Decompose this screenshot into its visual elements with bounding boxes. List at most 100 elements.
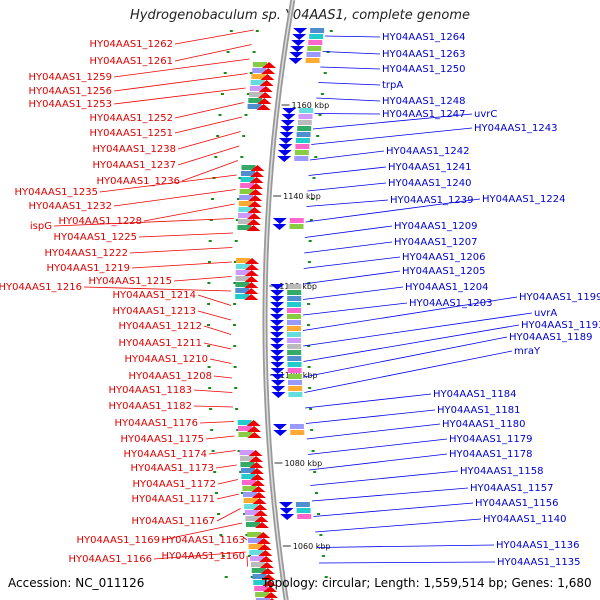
gene-label-right[interactable]: HY04AAS1_1199 <box>519 292 600 303</box>
gene-label-left[interactable]: HY04AAS1_1215 <box>89 276 172 287</box>
gene-label-right[interactable]: HY04AAS1_1157 <box>470 483 553 494</box>
gene-label-right[interactable]: HY04AAS1_1184 <box>433 389 516 400</box>
gene-label-right[interactable]: HY04AAS1_1205 <box>402 266 485 277</box>
gene-label-left[interactable]: HY04AAS1_1213 <box>113 306 196 317</box>
gene-label-right[interactable]: HY04AAS1_1250 <box>382 64 465 75</box>
gene-label-left[interactable]: HY04AAS1_1163 <box>162 535 245 546</box>
gene-label-left[interactable]: HY04AAS1_1212 <box>119 321 202 332</box>
gene-block <box>241 474 256 479</box>
gene-arrow-forward <box>270 314 285 320</box>
gene-label-left[interactable]: HY04AAS1_1222 <box>45 248 128 259</box>
gene-label-right[interactable]: HY04AAS1_1136 <box>496 540 579 551</box>
gene-label-right[interactable]: HY04AAS1_1263 <box>382 49 465 60</box>
guide-dot <box>245 534 249 536</box>
gene-block <box>287 356 302 361</box>
gene-label-right[interactable]: HY04AAS1_1203 <box>409 298 492 309</box>
gene-label-left[interactable]: HY04AAS1_1253 <box>29 99 112 110</box>
guide-dot <box>238 177 242 179</box>
gene-label-right[interactable]: uvrA <box>534 308 557 319</box>
gene-label-right[interactable]: HY04AAS1_1189 <box>509 332 592 343</box>
gene-label-left[interactable]: HY04AAS1_1183 <box>109 385 192 396</box>
gene-label-right[interactable]: HY04AAS1_1264 <box>382 32 465 43</box>
gene-label-left[interactable]: HY04AAS1_1211 <box>119 338 202 349</box>
gene-block <box>295 502 310 507</box>
gene-arrow-reverse <box>259 562 274 568</box>
gene-label-right[interactable]: mraY <box>514 346 541 357</box>
gene-label-right[interactable]: HY04AAS1_1193 <box>521 320 600 331</box>
gene-label-left[interactable]: HY04AAS1_1262 <box>90 39 173 50</box>
gene-label-left[interactable]: HY04AAS1_1256 <box>29 86 112 97</box>
gene-arrow-forward <box>280 514 295 520</box>
gene-label-left[interactable]: HY04AAS1_1232 <box>29 201 112 212</box>
gene-block <box>249 86 264 91</box>
gene-label-left[interactable]: HY04AAS1_1252 <box>90 113 173 124</box>
gene-label-right[interactable]: HY04AAS1_1156 <box>475 498 558 509</box>
gene-label-left[interactable]: HY04AAS1_1261 <box>90 56 173 67</box>
gene-label-left[interactable]: HY04AAS1_1174 <box>124 449 207 460</box>
gene-label-left[interactable]: HY04AAS1_1172 <box>133 479 216 490</box>
gene-label-left[interactable]: HY04AAS1_1171 <box>132 494 215 505</box>
leader-line <box>216 508 241 522</box>
gene-label-right[interactable]: HY04AAS1_1207 <box>394 237 477 248</box>
gene-label-left[interactable]: HY04AAS1_1236 <box>97 176 180 187</box>
gene-label-left[interactable]: HY04AAS1_1228 <box>59 216 142 227</box>
gene-arrow-reverse <box>247 426 262 432</box>
gene-label-right[interactable]: HY04AAS1_1247 <box>382 109 465 120</box>
gene-label-left[interactable]: ispG <box>30 221 52 232</box>
gene-label-right[interactable]: trpA <box>382 80 403 91</box>
gene-label-right[interactable]: HY04AAS1_1243 <box>474 123 557 134</box>
gene-label-right[interactable]: HY04AAS1_1181 <box>437 405 520 416</box>
gene-label-right[interactable]: HY04AAS1_1240 <box>388 178 471 189</box>
gene-label-left[interactable]: HY04AAS1_1182 <box>109 401 192 412</box>
gene-block <box>253 580 268 585</box>
leader-line <box>113 73 248 92</box>
gene-label-right[interactable]: HY04AAS1_1224 <box>482 194 565 205</box>
gene-label-right[interactable]: HY04AAS1_1241 <box>388 162 471 173</box>
gene-label-left[interactable]: HY04AAS1_1238 <box>93 144 176 155</box>
gene-block <box>287 374 302 379</box>
gene-label-right[interactable]: HY04AAS1_1140 <box>483 514 566 525</box>
gene-label-right[interactable]: HY04AAS1_1158 <box>460 466 543 477</box>
gene-label-left[interactable]: HY04AAS1_1225 <box>54 232 137 243</box>
gene-label-right[interactable]: HY04AAS1_1204 <box>405 282 488 293</box>
gene-label-left[interactable]: HY04AAS1_1160 <box>162 551 245 562</box>
leader-line <box>143 203 235 222</box>
gene-label-left[interactable]: HY04AAS1_1237 <box>93 160 176 171</box>
gene-label-left[interactable]: HY04AAS1_1219 <box>47 263 130 274</box>
gene-label-left[interactable]: HY04AAS1_1251 <box>90 128 173 139</box>
gene-label-left[interactable]: HY04AAS1_1259 <box>29 72 112 83</box>
guide-dot <box>307 303 311 305</box>
gene-label-left[interactable]: HY04AAS1_1169 <box>77 535 160 546</box>
leader-line <box>131 261 232 269</box>
gene-label-right[interactable]: HY04AAS1_1180 <box>442 419 525 430</box>
gene-label-right[interactable]: HY04AAS1_1178 <box>449 449 532 460</box>
gene-label-right[interactable]: HY04AAS1_1179 <box>449 434 532 445</box>
gene-label-left[interactable]: HY04AAS1_1166 <box>69 554 152 565</box>
gene-label-left[interactable]: HY04AAS1_1214 <box>113 290 196 301</box>
leader-line <box>213 375 232 379</box>
gene-label-left[interactable]: HY04AAS1_1167 <box>132 516 215 527</box>
gene-label-left[interactable]: HY04AAS1_1208 <box>129 371 212 382</box>
gene-label-left[interactable]: HY04AAS1_1216 <box>0 282 82 293</box>
guide-dot <box>234 240 238 242</box>
gene-label-right[interactable]: HY04AAS1_1248 <box>382 96 465 107</box>
leader-line <box>197 294 232 306</box>
gene-label-right[interactable]: HY04AAS1_1242 <box>386 146 469 157</box>
gene-label-left[interactable]: HY04AAS1_1175 <box>121 434 204 445</box>
gene-block <box>289 424 304 429</box>
gene-label-left[interactable]: HY04AAS1_1210 <box>125 354 208 365</box>
gene-label-right[interactable]: HY04AAS1_1239 <box>390 195 473 206</box>
gene-block <box>235 288 250 293</box>
gene-arrow-forward <box>270 344 285 350</box>
leader-line <box>303 256 401 269</box>
gene-block <box>309 34 324 39</box>
gene-label-left[interactable]: HY04AAS1_1173 <box>131 463 214 474</box>
gene-label-left[interactable]: HY04AAS1_1235 <box>15 187 98 198</box>
guide-dot <box>247 555 251 557</box>
gene-block <box>242 486 257 491</box>
gene-label-right[interactable]: uvrC <box>474 109 497 120</box>
gene-label-right[interactable]: HY04AAS1_1209 <box>394 221 477 232</box>
gene-label-right[interactable]: HY04AAS1_1206 <box>402 252 485 263</box>
gene-label-right[interactable]: HY04AAS1_1135 <box>497 557 580 568</box>
gene-label-left[interactable]: HY04AAS1_1176 <box>115 418 198 429</box>
